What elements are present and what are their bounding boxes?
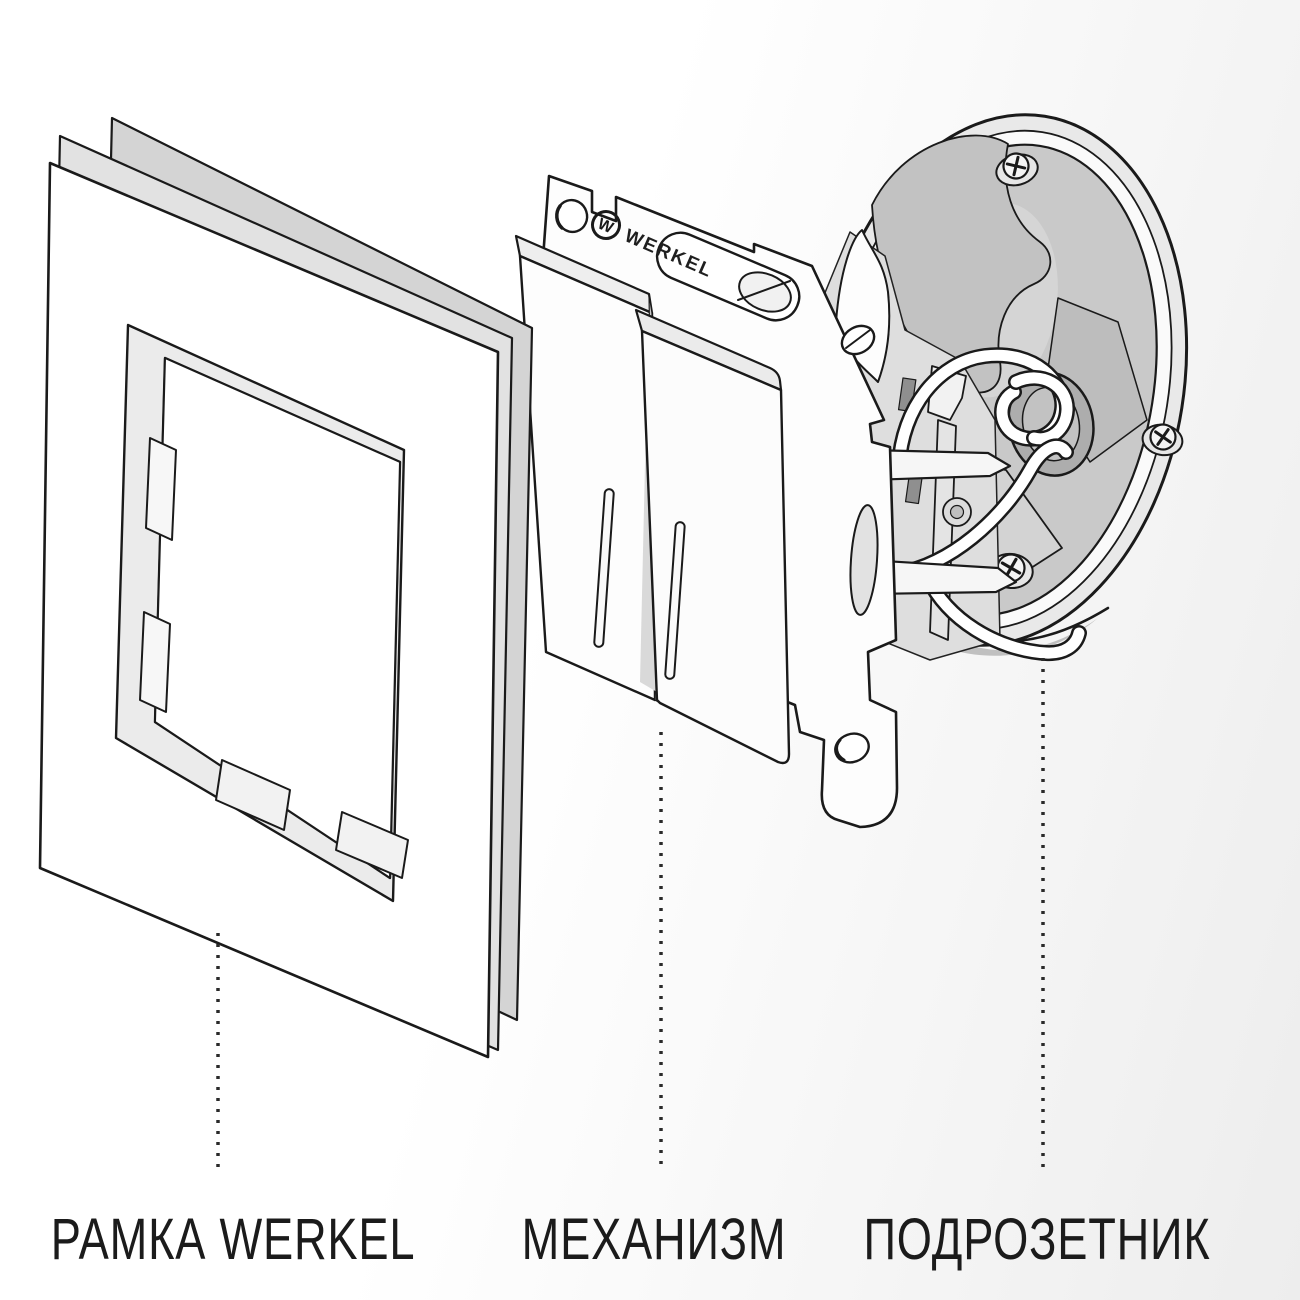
wire	[891, 438, 1074, 581]
rocker-keys	[514, 234, 791, 765]
plate-screw-hole	[840, 324, 876, 356]
clip-tab	[215, 759, 291, 831]
label-frame: РАМКА WERKEL	[50, 1207, 416, 1272]
indicator-slot	[664, 521, 686, 680]
clip-tab	[335, 811, 409, 879]
slot-pin	[738, 271, 792, 313]
rocker-right-top-face	[634, 308, 783, 392]
label-mounting-box: ПОДРОЗЕТНИК	[863, 1207, 1211, 1272]
plate-screw-hole	[555, 198, 589, 234]
wire	[1008, 370, 1075, 447]
slot-pin-line	[737, 280, 791, 301]
brand-logo-circle	[591, 210, 621, 240]
leader-lines	[216, 658, 1045, 1170]
indicator-slot	[593, 488, 615, 648]
wire	[920, 570, 1087, 662]
clip-tab	[139, 611, 171, 713]
screw-icon	[995, 152, 1039, 187]
wires	[891, 347, 1087, 662]
screw-icon	[1141, 423, 1184, 457]
rocker-right-front	[640, 329, 791, 765]
clip-tab	[145, 437, 177, 541]
terminal-arms	[866, 448, 1018, 596]
label-mechanism: МЕХАНИЗМ	[521, 1207, 787, 1272]
plate-screw-hole	[834, 732, 870, 764]
rocker-right	[634, 308, 791, 765]
frame-illustration	[38, 116, 534, 1059]
guts-boss-center	[949, 504, 965, 520]
rocker-left	[514, 234, 657, 702]
frame-opening	[154, 357, 401, 879]
brand-logo-letter: W	[595, 216, 616, 238]
rocker-left-front	[518, 254, 657, 702]
plate-tall-slot	[849, 504, 879, 616]
